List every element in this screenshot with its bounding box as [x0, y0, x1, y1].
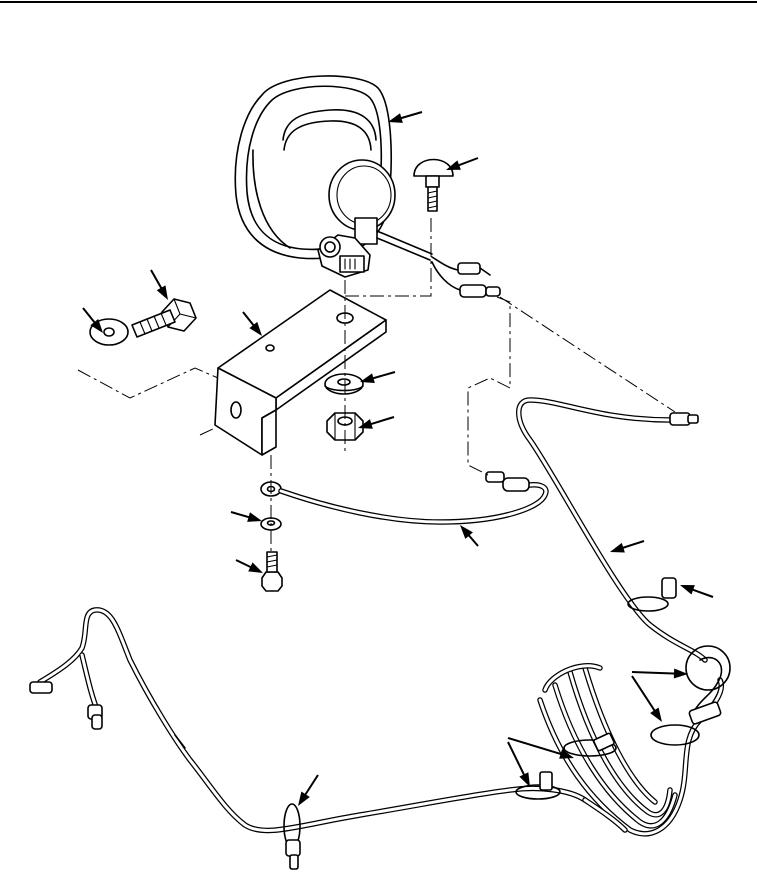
- cable-harness-callout-arrow: [610, 540, 645, 553]
- nut-callout-arrow: [358, 416, 395, 429]
- floodlight-callout-arrow: [388, 111, 423, 123]
- carriage-bolt: [413, 158, 454, 212]
- lower-harness-tie-callout-arrow: [298, 774, 319, 806]
- bundle-ties: [515, 732, 617, 800]
- lockwasher: [324, 373, 364, 395]
- alignment-lines: [77, 218, 676, 555]
- bundle-tie-second-arrow: [507, 741, 530, 787]
- harness-bundle: [537, 663, 724, 837]
- cable-tie-upper: [627, 577, 677, 612]
- left-screw: [131, 298, 197, 338]
- carriage-bolt-callout-arrow: [446, 157, 479, 170]
- callout-arrows: [82, 111, 714, 806]
- cable-tie-upper-callout-arrow: [680, 585, 714, 598]
- loop-clamp: [650, 645, 731, 746]
- bracket-callout-arrow: [242, 311, 262, 336]
- ground-lead: [260, 471, 549, 525]
- ground-screw: [261, 551, 283, 592]
- screw-callout-arrow: [150, 269, 168, 300]
- floodlight: [234, 75, 501, 298]
- ground-lead-callout-arrow: [460, 525, 479, 547]
- mounting-bracket: [214, 289, 387, 456]
- ground-screw-callout-arrow: [235, 559, 263, 573]
- lockwasher-callout-arrow: [360, 371, 396, 383]
- bundle-tie-callout-arrow: [507, 737, 574, 759]
- ground-lockwasher-callout-arrow: [230, 511, 262, 522]
- loop-tie-callout-arrow: [631, 668, 688, 679]
- lower-cable-harness: [29, 607, 588, 834]
- upper-cable-harness: [516, 397, 708, 663]
- lower-harness-tie: [283, 803, 301, 870]
- loop-tie-second-arrow: [631, 675, 662, 722]
- washer-left-callout-arrow: [82, 307, 103, 333]
